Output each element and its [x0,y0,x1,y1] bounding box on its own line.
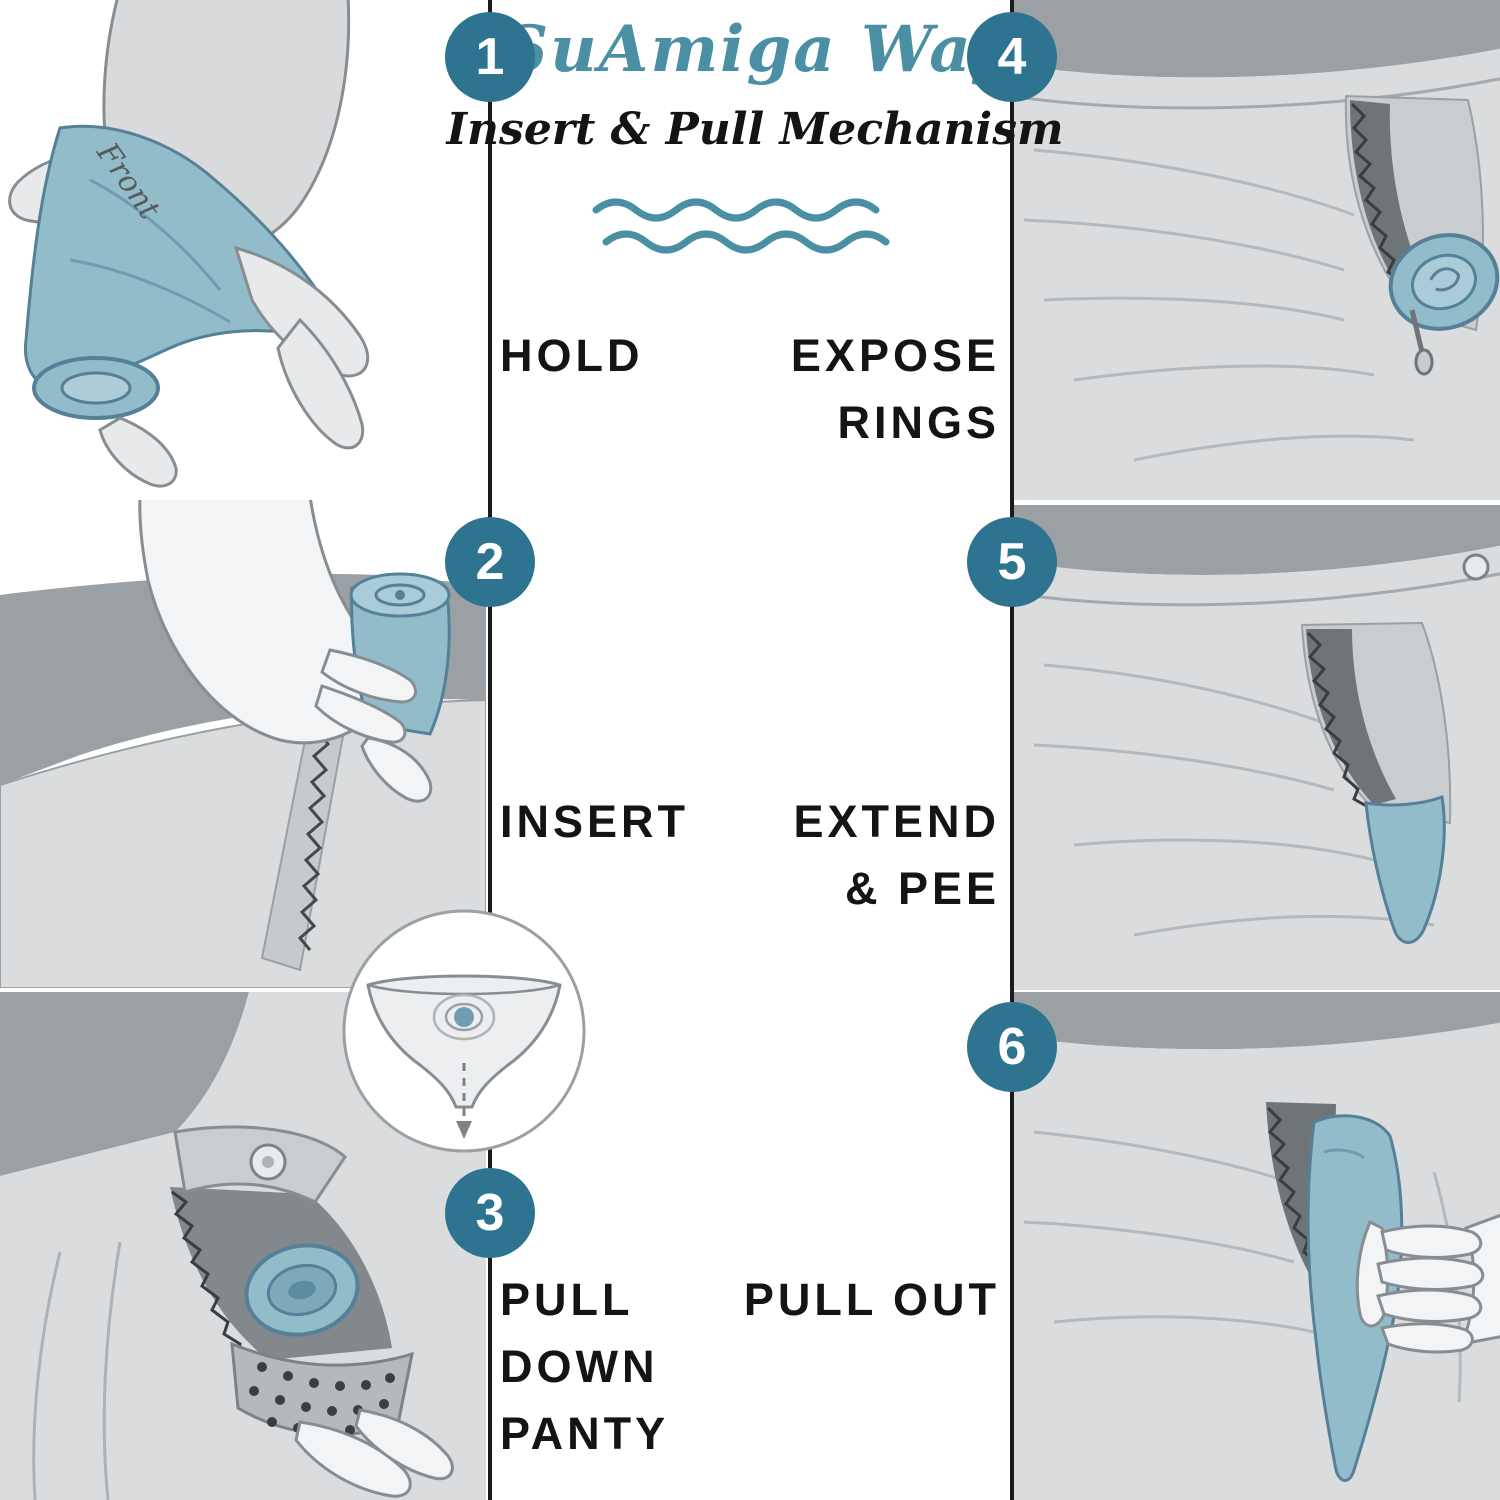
zipper-pull [1409,309,1434,376]
page-subtitle: Insert & Pull Mechanism [446,104,1064,155]
fabric-folds [1023,148,1415,462]
divider-right [1010,0,1014,1500]
snap-button [1462,553,1490,581]
funnel-extended [1306,1114,1404,1482]
step-number: 3 [475,1184,505,1242]
grasping-hand [1355,1213,1500,1354]
funnel-folded [23,124,335,391]
label-line: INSERT [500,796,690,847]
top-garment [0,992,249,1176]
label-line: & PEE [844,863,1000,914]
illustration-hold: Front [0,0,486,488]
waist-seam [1014,77,1500,110]
step-number: 2 [475,533,505,591]
step-number: 6 [997,1018,1027,1076]
step-number: 4 [997,28,1027,86]
step-label-pull-down-panty: PULL DOWN PANTY [500,1266,669,1467]
panty-placement-inset [338,905,590,1157]
step-label-insert: INSERT [500,788,689,855]
device-ring [244,1243,360,1337]
label-line: DOWN [500,1341,659,1392]
leg-fold [102,1241,122,1500]
label-line: PULL OUT [743,1274,1000,1325]
illustration-expose-rings [1014,0,1500,500]
label-line: EXPOSE [790,330,1000,381]
illustration-extend-pee [1014,505,1500,990]
step-badge-3: 3 [445,1168,535,1258]
waves-icon [592,198,890,254]
step-label-expose-rings: EXPOSE RINGS [791,322,1000,456]
waist-seam [1014,572,1500,607]
label-line: HOLD [500,330,644,381]
step-label-pull-out: PULL OUT [744,1266,1000,1333]
step-label-extend-pee: EXTEND & PEE [793,788,1000,922]
fabric-folds [1033,663,1435,937]
leg-fold [32,1251,62,1500]
top-garment [1014,992,1500,1050]
top-garment [1014,505,1500,575]
arm-shape [138,500,400,745]
illustration-pull-out [1014,992,1500,1500]
funnel-spout [1364,794,1446,944]
brand-title: SuAmiga Way [502,12,1012,87]
gripping-fingers [314,648,433,803]
down-arrow-dashed [456,1063,472,1139]
step-badge-5: 5 [967,517,1057,607]
step-badge-1: 1 [445,12,535,102]
step-label-hold: HOLD [500,322,644,389]
fly-slit [1306,629,1396,805]
label-line: PANTY [500,1408,670,1459]
zipper-teeth [1306,631,1369,809]
divider-left [488,0,492,1500]
zipper-teeth [171,1190,255,1364]
illustration-pull-down-panty [0,992,486,1500]
illustration-insert [0,500,486,988]
fly-flap-snap [173,1125,347,1204]
fabric-folds [1023,1130,1462,1403]
top-garment [1014,0,1500,78]
step-number: 5 [997,533,1027,591]
pulling-hand [294,1408,454,1498]
step-number: 1 [475,28,505,86]
panty-diagram [366,974,562,1109]
step-badge-4: 4 [967,12,1057,102]
step-badge-6: 6 [967,1002,1057,1092]
zipper-teeth [297,729,331,951]
fingers-shape [98,245,370,488]
label-line: EXTEND [793,796,1000,847]
step-badge-2: 2 [445,517,535,607]
label-line: PULL [500,1274,634,1325]
device-rings-exposed [1388,233,1500,331]
label-line: RINGS [837,397,1000,448]
zipper-teeth [1350,102,1411,308]
funnel-ring [32,356,160,420]
